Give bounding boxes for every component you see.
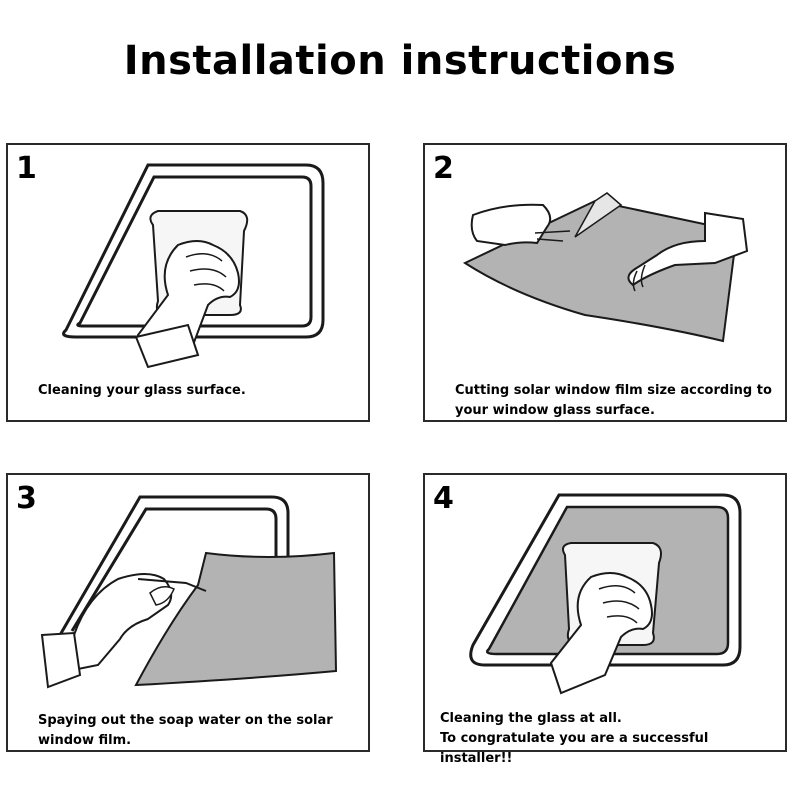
step-caption: Cleaning the glass at all. To congratula… [440, 709, 785, 769]
step-caption: Cutting solar window film size according… [455, 381, 772, 421]
step-3-panel: 3 Spaying out the soap water on the sola… [6, 473, 370, 752]
caption-line: your window glass surface. [455, 403, 655, 418]
step-number: 2 [433, 151, 454, 186]
caption-line: Cleaning your glass surface. [38, 383, 246, 398]
step-caption: Spaying out the soap water on the solar … [38, 711, 333, 751]
glass-cleaning-illustration [62, 163, 325, 369]
step-caption: Cleaning your glass surface. [38, 381, 246, 401]
caption-line: Cutting solar window film size according… [455, 383, 772, 398]
step-number: 3 [16, 481, 37, 516]
film-cutting-illustration [462, 192, 749, 343]
caption-line: Cleaning the glass at all. [440, 711, 622, 726]
soap-spraying-illustration [40, 495, 338, 689]
page-title: Installation instructions [123, 38, 677, 84]
caption-line: window film. [38, 733, 132, 748]
step-number: 1 [16, 151, 37, 186]
step-1-panel: 1 Cleaning your glass surface. [6, 143, 370, 422]
final-cleaning-illustration [469, 493, 742, 695]
step-4-panel: 4 Cleaning the glass at all. To congratu… [423, 473, 787, 766]
step-2-panel: 2 Cutting solar window film size accordi… [423, 143, 787, 422]
caption-line: To congratulate you are a successful ins… [440, 731, 709, 766]
step-number: 4 [433, 481, 454, 516]
caption-line: Spaying out the soap water on the solar [38, 713, 333, 728]
